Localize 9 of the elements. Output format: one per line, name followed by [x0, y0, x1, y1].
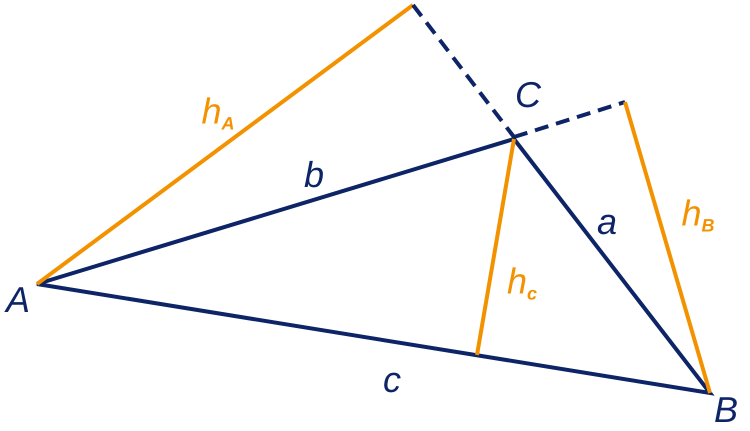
altitude-label: h$_{B}$ [681, 196, 715, 234]
altitude-label: h$_{c}$ [506, 264, 538, 302]
vertex-label: A [6, 282, 30, 318]
vertex-label: B [714, 392, 738, 428]
side-label: a [596, 204, 618, 240]
side-label: c [383, 362, 401, 398]
vertex-label: C [515, 77, 541, 113]
altitude-label: h$_{A}$ [201, 94, 235, 132]
side-label: b [304, 157, 324, 193]
